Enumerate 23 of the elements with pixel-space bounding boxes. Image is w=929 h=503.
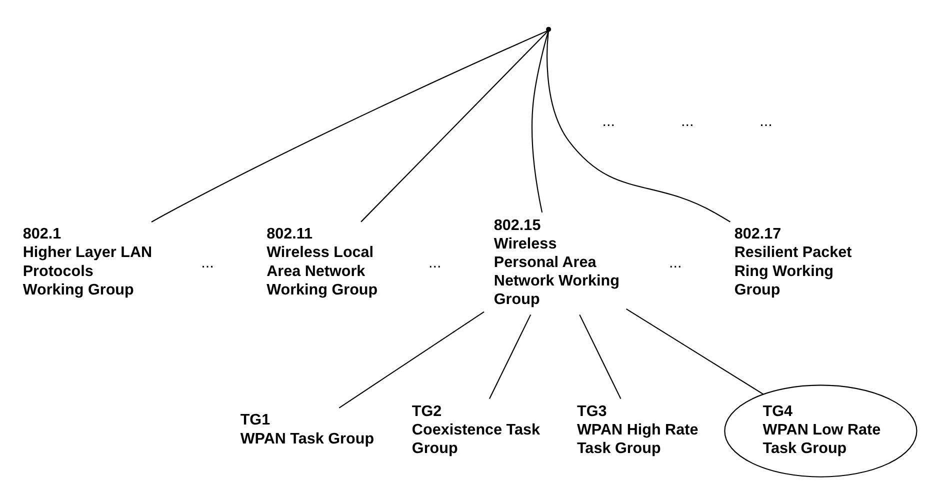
node-text: 802.15 Wireless Personal Area Network Working Group (494, 216, 620, 308)
label: ... (428, 254, 442, 272)
node-text: TG2 Coexistence Task Group (412, 402, 540, 457)
node-text: 802.1 Higher Layer LAN Protocols Working Group (22, 225, 152, 298)
node-point (546, 26, 552, 32)
node-text: TG1 WPAN Task Group (240, 411, 374, 447)
label: ... (680, 112, 694, 130)
node-text: TG3 WPAN High Rate Task Group (576, 402, 698, 457)
node-text: 802.17 Resilient Packet Ring Working Group (734, 225, 852, 298)
node-ellipse: TG4 WPAN Low Rate Task Group (724, 384, 918, 477)
connector (360, 30, 548, 222)
node-text: 802.11 Wireless Local Area Network Working Group (266, 225, 378, 298)
label: ... (201, 254, 214, 272)
label: ... (602, 112, 616, 130)
connector (338, 310, 484, 408)
connector (546, 31, 730, 222)
connector (151, 30, 548, 222)
label: ... (668, 254, 682, 272)
connector (489, 314, 532, 399)
connector (532, 30, 549, 212)
label: ... (760, 112, 772, 130)
connector (626, 308, 764, 394)
connector (579, 314, 622, 399)
